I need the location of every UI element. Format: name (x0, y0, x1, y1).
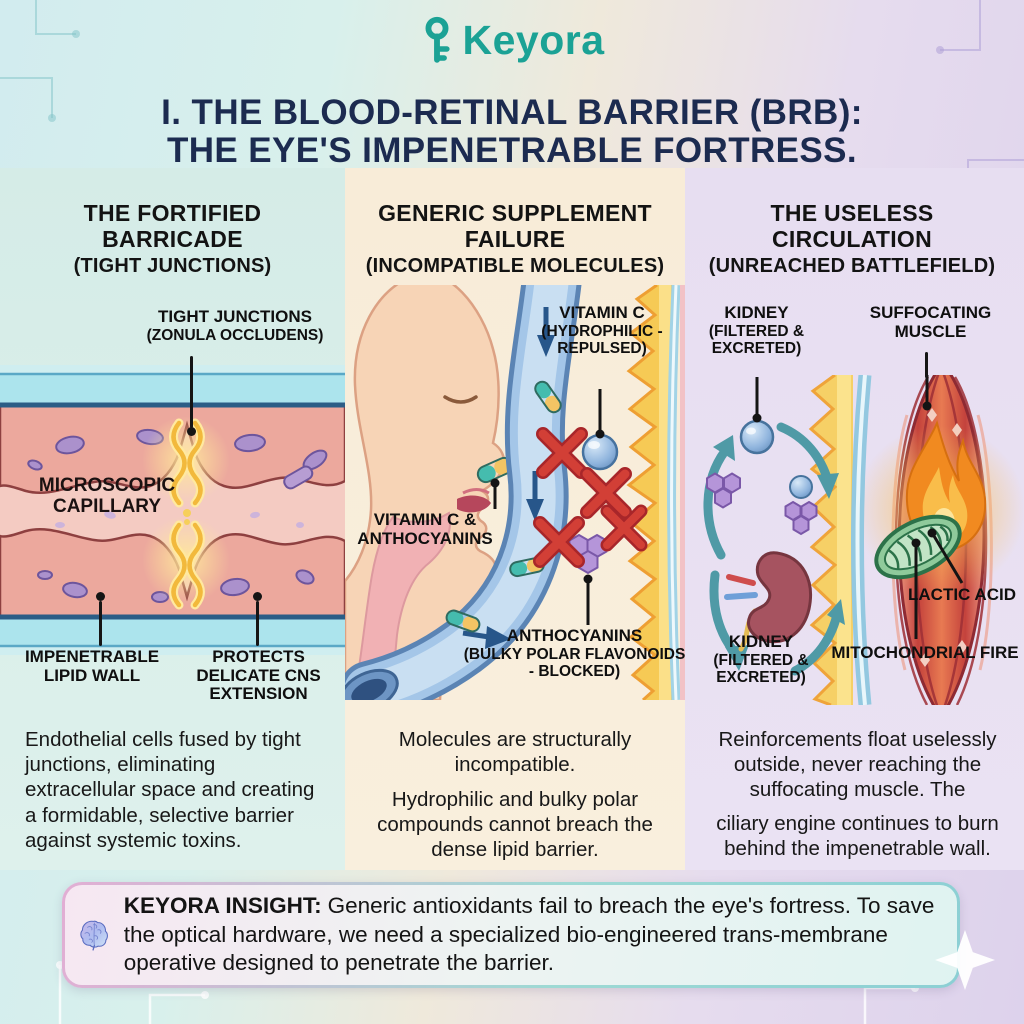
lipid-barrier (626, 285, 685, 700)
label-vitamin-c: VITAMIN C (HYDROPHILIC - REPULSED) (507, 303, 697, 358)
label-kidney-bottom: KIDNEY (FILTERED & EXCRETED) (690, 632, 832, 687)
label-suffocating-muscle-text: SUFFOCATING MUSCLE (869, 303, 992, 341)
nutrient-molecule (739, 419, 775, 455)
column2-heading-text: GENERIC SUPPLEMENT FAILURE (378, 200, 652, 252)
insight-body: Generic antioxidants fail to breach the … (123, 892, 935, 976)
label-vitamin-c-text: VITAMIN C (559, 303, 645, 322)
column1-paragraph: Endothelial cells fused by tight junctio… (25, 727, 315, 853)
nutrient-molecule (789, 475, 813, 499)
column3-subheading-text: (UNREACHED BATTLEFIELD) (708, 254, 996, 277)
pointer-dot (96, 592, 105, 601)
capillary-illustration (0, 365, 345, 655)
kidney (724, 551, 812, 652)
column1-heading: THE FORTIFIED BARRICADE (TIGHT JUNCTIONS… (15, 200, 330, 278)
insight-heading: KEYORA INSIGHT: (123, 892, 322, 918)
label-mitochondrial-fire-text: MITOCHONDRIAL FIRE (831, 643, 1019, 662)
brand-name: Keyora (462, 16, 605, 63)
label-tight-junctions-text: TIGHT JUNCTIONS (158, 307, 312, 326)
page-title-line1: I. THE BLOOD-RETINAL BARRIER (BRB): (161, 93, 863, 132)
label-microscopic-capillary: MICROSCOPIC CAPILLARY (22, 475, 192, 518)
blocked-x-icons (533, 427, 648, 568)
pointer-line (99, 601, 102, 646)
label-protects-cns: PROTECTS DELICATE CNS EXTENSION (176, 647, 341, 704)
label-vitc-anthocyanins-text: VITAMIN C & ANTHOCYANINS (357, 510, 493, 548)
pointer-line (190, 356, 193, 428)
label-lactic-acid: LACTIC ACID (906, 585, 1018, 605)
column1-heading-text: THE FORTIFIED BARRICADE (83, 200, 262, 252)
column2-subheading-text: (INCOMPATIBLE MOLECULES) (365, 254, 665, 277)
face-profile (345, 285, 506, 700)
label-anthocyanins-text: ANTHOCYANINS (506, 626, 643, 645)
page-title: I. THE BLOOD-RETINAL BARRIER (BRB): THE … (0, 93, 1024, 171)
lumen-particles (55, 511, 304, 528)
column3-paragraph-1: Reinforcements float uselessly outside, … (718, 727, 997, 802)
column3-heading: THE USELESS CIRCULATION (UNREACHED BATTL… (690, 200, 1014, 278)
label-lactic-acid-text: LACTIC ACID (908, 585, 1016, 604)
pointer-line (256, 601, 259, 646)
column1-subheading-text: (TIGHT JUNCTIONS) (73, 254, 272, 277)
blood-vessel (345, 285, 582, 700)
label-anthocyanins-sub: (BULKY POLAR FLAVONOIDS - BLOCKED) (463, 645, 686, 681)
label-kidney-bottom-sub: (FILTERED & EXCRETED) (713, 651, 809, 687)
anthocyanin-molecule (706, 472, 818, 536)
key-icon (426, 16, 451, 63)
label-mitochondrial-fire: MITOCHONDRIAL FIRE (830, 643, 1020, 663)
pointer-dot (187, 427, 196, 436)
mouth (457, 495, 491, 513)
label-impenetrable-lipid-wall-text: IMPENETRABLE LIPID WALL (24, 647, 160, 685)
column3-paragraph-2: ciliary engine continues to burn behind … (716, 811, 999, 860)
column2-paragraph-2: Hydrophilic and bulky polar compounds ca… (377, 787, 653, 862)
page-title-line2: THE EYE'S IMPENETRABLE FORTRESS. (166, 131, 858, 171)
label-protects-cns-text: PROTECTS DELICATE CNS EXTENSION (196, 647, 321, 704)
pointer-line (925, 352, 928, 378)
label-tight-junctions: TIGHT JUNCTIONS (ZONULA OCCLUDENS) (110, 307, 360, 344)
closed-eye (443, 395, 478, 404)
circulation-illustration (703, 375, 1024, 705)
label-microscopic-capillary-text: MICROSCOPIC CAPILLARY (38, 475, 176, 517)
supplement-illustration (345, 285, 685, 700)
brand-logo: Keyora (0, 16, 1024, 64)
column2-paragraph-1: Molecules are structurally incompatible. (398, 727, 632, 776)
column2-heading: GENERIC SUPPLEMENT FAILURE (INCOMPATIBLE… (348, 200, 682, 278)
insight-box-inner: KEYORA INSIGHT:Generic antioxidants fail… (65, 885, 957, 985)
label-anthocyanins: ANTHOCYANINS (BULKY POLAR FLAVONOIDS - B… (462, 626, 687, 681)
tight-junction-zippers (169, 418, 205, 610)
label-tight-junctions-sub: (ZONULA OCCLUDENS) (146, 326, 324, 344)
label-vitamin-c-sub: (HYDROPHILIC - REPULSED) (541, 322, 663, 358)
pointer-lines (752, 375, 964, 639)
label-kidney-top-sub: (FILTERED & EXCRETED) (708, 322, 805, 358)
brain-icon (80, 920, 108, 951)
vitamin-c-molecule (581, 433, 619, 471)
label-kidney-top-text: KIDNEY (724, 303, 789, 322)
flow-arrow-icons (462, 307, 555, 649)
column3-heading-text: THE USELESS CIRCULATION (770, 200, 934, 252)
label-suffocating-muscle: SUFFOCATING MUSCLE (843, 303, 1018, 341)
pointer-lines (490, 389, 605, 625)
arrow-heads (713, 435, 845, 671)
label-vitc-anthocyanins: VITAMIN C & ANTHOCYANINS (346, 510, 504, 548)
pointer-dot (253, 592, 262, 601)
label-impenetrable-lipid-wall: IMPENETRABLE LIPID WALL (8, 647, 176, 685)
label-kidney-bottom-text: KIDNEY (728, 632, 794, 651)
label-kidney-top: KIDNEY (FILTERED & EXCRETED) (694, 303, 819, 358)
insight-text: KEYORA INSIGHT:Generic antioxidants fail… (124, 892, 939, 978)
insight-box: KEYORA INSIGHT:Generic antioxidants fail… (62, 882, 960, 988)
